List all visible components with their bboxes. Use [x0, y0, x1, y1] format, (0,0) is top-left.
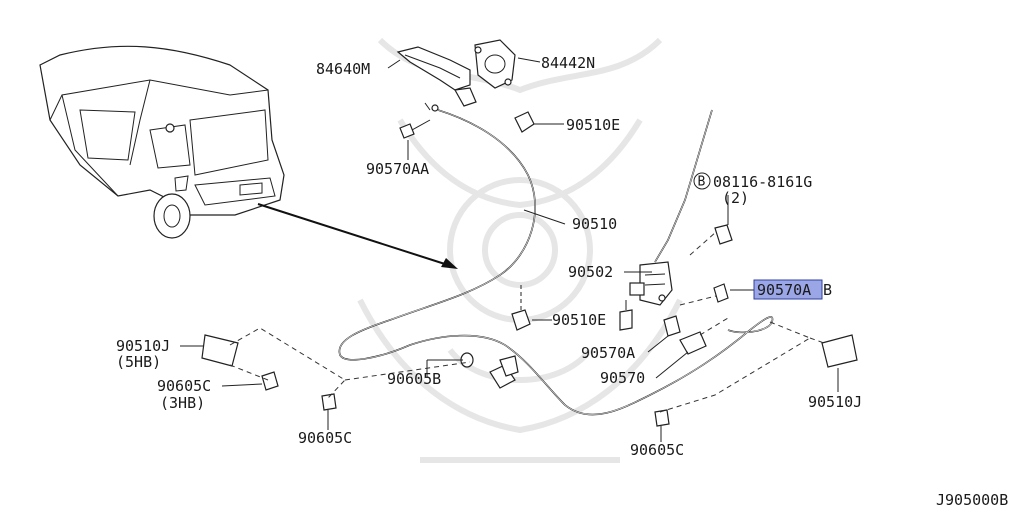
label-90510: 90510	[572, 215, 617, 233]
leader-lines	[180, 57, 839, 442]
bolt-90570AA	[399, 102, 439, 139]
label-90570AA: 90570AA	[366, 160, 429, 178]
bolt-spec-callout: B 08116-8161G (2)	[693, 172, 812, 207]
label-90502: 90502	[568, 263, 613, 281]
label-90605C-left-note: (3HB)	[160, 394, 205, 412]
trim-pad-left	[201, 334, 239, 367]
label-08116-8161G: 08116-8161G	[713, 173, 812, 191]
trim-pad-right	[821, 334, 858, 368]
label-90570A-highlighted: 90570A	[757, 281, 811, 299]
label-90510J-right: 90510J	[808, 393, 862, 411]
label-90510E-top: 90510E	[566, 116, 620, 134]
label-84640M: 84640M	[316, 60, 370, 78]
retainer-clip-bottom	[321, 393, 337, 411]
label-90510J-left: 90510J	[116, 337, 170, 355]
vehicle-illustration	[39, 45, 285, 239]
label-90570A-suffix: B	[823, 281, 832, 299]
lock-assembly	[619, 261, 673, 331]
pointer-arrow	[257, 203, 458, 269]
opener-lever-part	[396, 46, 477, 107]
label-08116-qty: (2)	[722, 189, 749, 207]
release-cable	[338, 109, 774, 416]
watermark-emblem	[357, 37, 683, 463]
highlighted-part-90570A[interactable]: 90570A B	[753, 279, 832, 300]
dashed-guides	[229, 321, 825, 413]
label-90570: 90570	[600, 369, 645, 387]
figure-code: J905000B	[936, 491, 1008, 509]
label-90605B: 90605B	[387, 370, 441, 388]
label-90510J-left-note: (5HB)	[116, 353, 161, 371]
retainer-clip-left	[261, 371, 279, 391]
label-90605C-left: 90605C	[157, 377, 211, 395]
circled-b-badge: B	[698, 175, 706, 190]
label-90510E-middle: 90510E	[552, 311, 606, 329]
label-90605C-bottom: 90605C	[298, 429, 352, 447]
lock-rod	[654, 109, 713, 263]
cable-clip-top	[514, 111, 550, 133]
label-84442N: 84442N	[541, 54, 595, 72]
retainer-clip-bottom-right	[654, 409, 670, 427]
label-90570A: 90570A	[581, 344, 635, 362]
opener-bracket-part	[474, 39, 516, 89]
cable-clip-middle	[511, 285, 531, 331]
lock-bolt-parts	[663, 224, 733, 355]
label-90605C-bottom-right: 90605C	[630, 441, 684, 459]
